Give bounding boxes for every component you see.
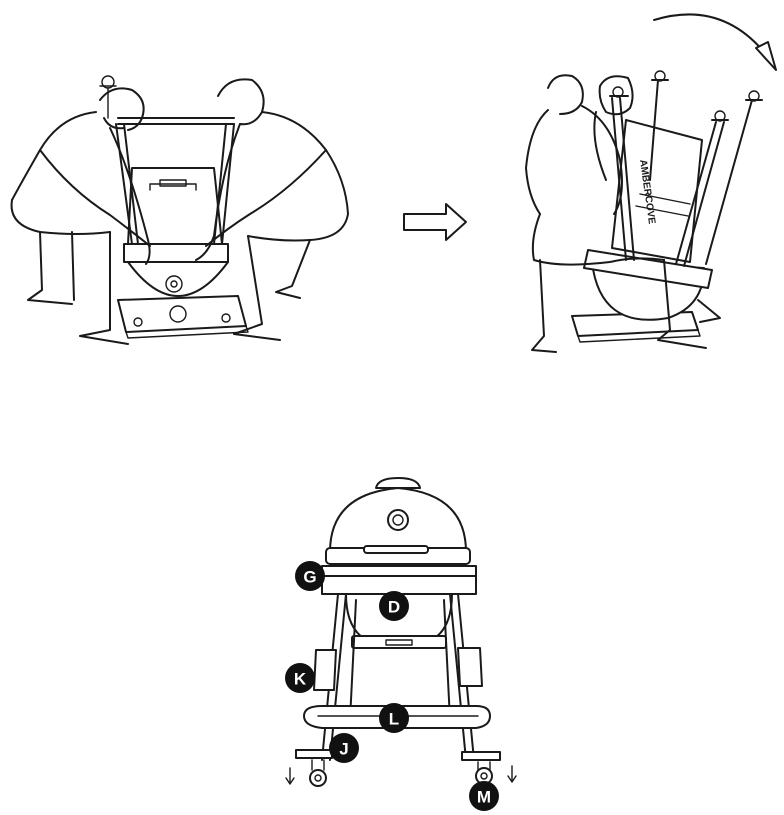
callout-g: G — [295, 561, 325, 591]
callout-j-letter: J — [339, 740, 348, 759]
person-front — [593, 75, 721, 323]
side-shelves — [321, 565, 477, 595]
callout-j: J — [329, 733, 359, 763]
callout-d: D — [379, 591, 409, 621]
callout-m-letter: M — [477, 788, 491, 807]
next-step-arrow-icon — [403, 203, 467, 241]
person-back — [525, 74, 707, 353]
tilted-grill: AMBERCOVE — [583, 70, 763, 321]
base-plate — [117, 295, 249, 339]
callout-d-letter: D — [388, 598, 400, 617]
person-left — [10, 87, 151, 345]
step-1-lift-illustration — [10, 75, 349, 345]
step-2-flip-illustration: AMBERCOVE — [525, 13, 777, 353]
rotate-arrow-icon — [653, 13, 777, 71]
person-right — [195, 78, 349, 341]
grill-dome — [325, 477, 471, 565]
inverted-grill — [99, 75, 235, 297]
step-3-assembled-grill: G D K L J M — [285, 477, 517, 811]
callout-k-letter: K — [294, 670, 307, 689]
callout-l-letter: L — [389, 710, 399, 729]
callout-l: L — [379, 703, 409, 733]
casters — [285, 749, 517, 787]
callout-k: K — [285, 663, 315, 693]
callout-m: M — [469, 781, 499, 811]
callout-g-letter: G — [303, 568, 316, 587]
